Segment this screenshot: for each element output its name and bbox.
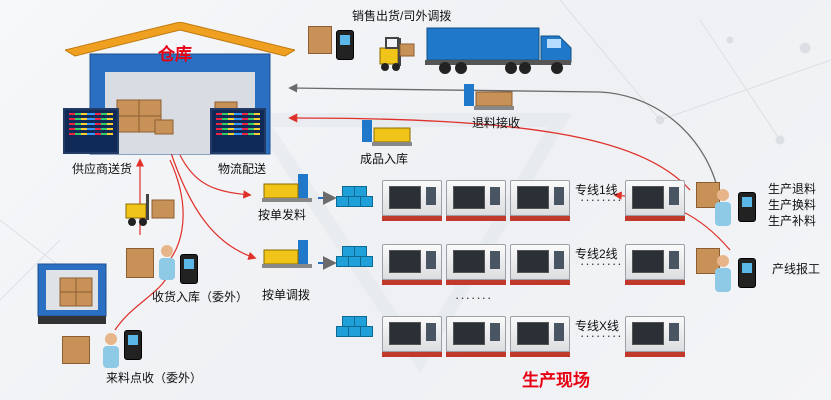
forklift-icon <box>125 194 175 226</box>
handheld-scanner-icon <box>124 330 142 360</box>
cardboard-box-icon <box>126 248 154 278</box>
worker-icon <box>159 245 175 280</box>
production-site-title: 生产现场 <box>522 371 590 390</box>
cnc-machine-icon <box>446 244 506 285</box>
worker-icon <box>715 255 731 292</box>
cardboard-box-icon <box>308 26 332 54</box>
cnc-machine-icon <box>625 316 685 357</box>
return-arrow <box>288 83 721 201</box>
cnc-machine-icon <box>510 180 570 221</box>
handheld-scanner-icon <box>738 258 756 288</box>
transfer-by-order-label: 按单调拨 <box>262 288 311 302</box>
cnc-machine-icon <box>382 180 442 221</box>
delivery-van-icon <box>37 263 107 324</box>
parts-cubes-icon <box>336 316 374 342</box>
production-replenish-label: 生产补料 <box>768 214 817 228</box>
linex-ellipsis: ········ <box>580 328 623 343</box>
line1-ellipsis: ········ <box>580 192 623 207</box>
issue-arrow <box>179 154 252 199</box>
supplier-delivery-label: 供应商送货 <box>72 162 133 176</box>
handheld-scanner-icon <box>336 30 354 60</box>
pallet-icon <box>362 120 412 146</box>
parts-cubes-icon <box>336 186 374 212</box>
parts-cubes-icon <box>336 246 374 272</box>
line1-label: 专线1线 <box>575 183 618 197</box>
lines-ellipsis: ······· <box>455 290 493 305</box>
cardboard-box-icon <box>62 336 90 364</box>
finished-in-label: 成品入库 <box>360 152 409 166</box>
pallet-icon <box>464 84 514 110</box>
worker-icon <box>715 189 731 226</box>
cnc-machine-icon <box>625 244 685 285</box>
warehouse-title: 仓库 <box>158 45 192 64</box>
truck-icon <box>425 27 572 74</box>
transfer-arrow <box>169 149 257 260</box>
supplier-screen <box>63 108 119 154</box>
receive-in-outsourced-label: 收货入库（委外） <box>152 290 249 304</box>
line-report-label: 产线报工 <box>772 262 821 276</box>
line2-label: 专线2线 <box>575 247 618 261</box>
pallet-icon <box>262 240 312 268</box>
cnc-machine-icon <box>382 316 442 357</box>
cnc-machine-icon <box>510 244 570 285</box>
cnc-machine-icon <box>510 316 570 357</box>
handheld-scanner-icon <box>180 254 198 284</box>
production-exchange-label: 生产换料 <box>768 198 817 212</box>
return-receive-label: 退料接收 <box>472 116 521 130</box>
worker-icon <box>103 333 119 368</box>
sales-out-label: 销售出货/司外调拨 <box>352 9 452 23</box>
linex-label: 专线X线 <box>575 319 620 333</box>
cnc-machine-icon <box>446 180 506 221</box>
logistics-delivery-label: 物流配送 <box>218 162 267 176</box>
incoming-count-outsourced-label: 来料点收（委外） <box>106 371 203 385</box>
cnc-machine-icon <box>382 244 442 285</box>
forklift-icon <box>379 37 415 71</box>
logistics-screen <box>210 108 266 154</box>
issue-by-order-label: 按单发料 <box>258 208 307 222</box>
finished-goods-arrow <box>288 113 691 191</box>
cnc-machine-icon <box>446 316 506 357</box>
line2-ellipsis: ········ <box>580 256 623 271</box>
handheld-scanner-icon <box>738 192 756 222</box>
cnc-machine-icon <box>625 180 685 221</box>
pallet-icon <box>262 174 312 202</box>
production-return-label: 生产退料 <box>768 182 817 196</box>
